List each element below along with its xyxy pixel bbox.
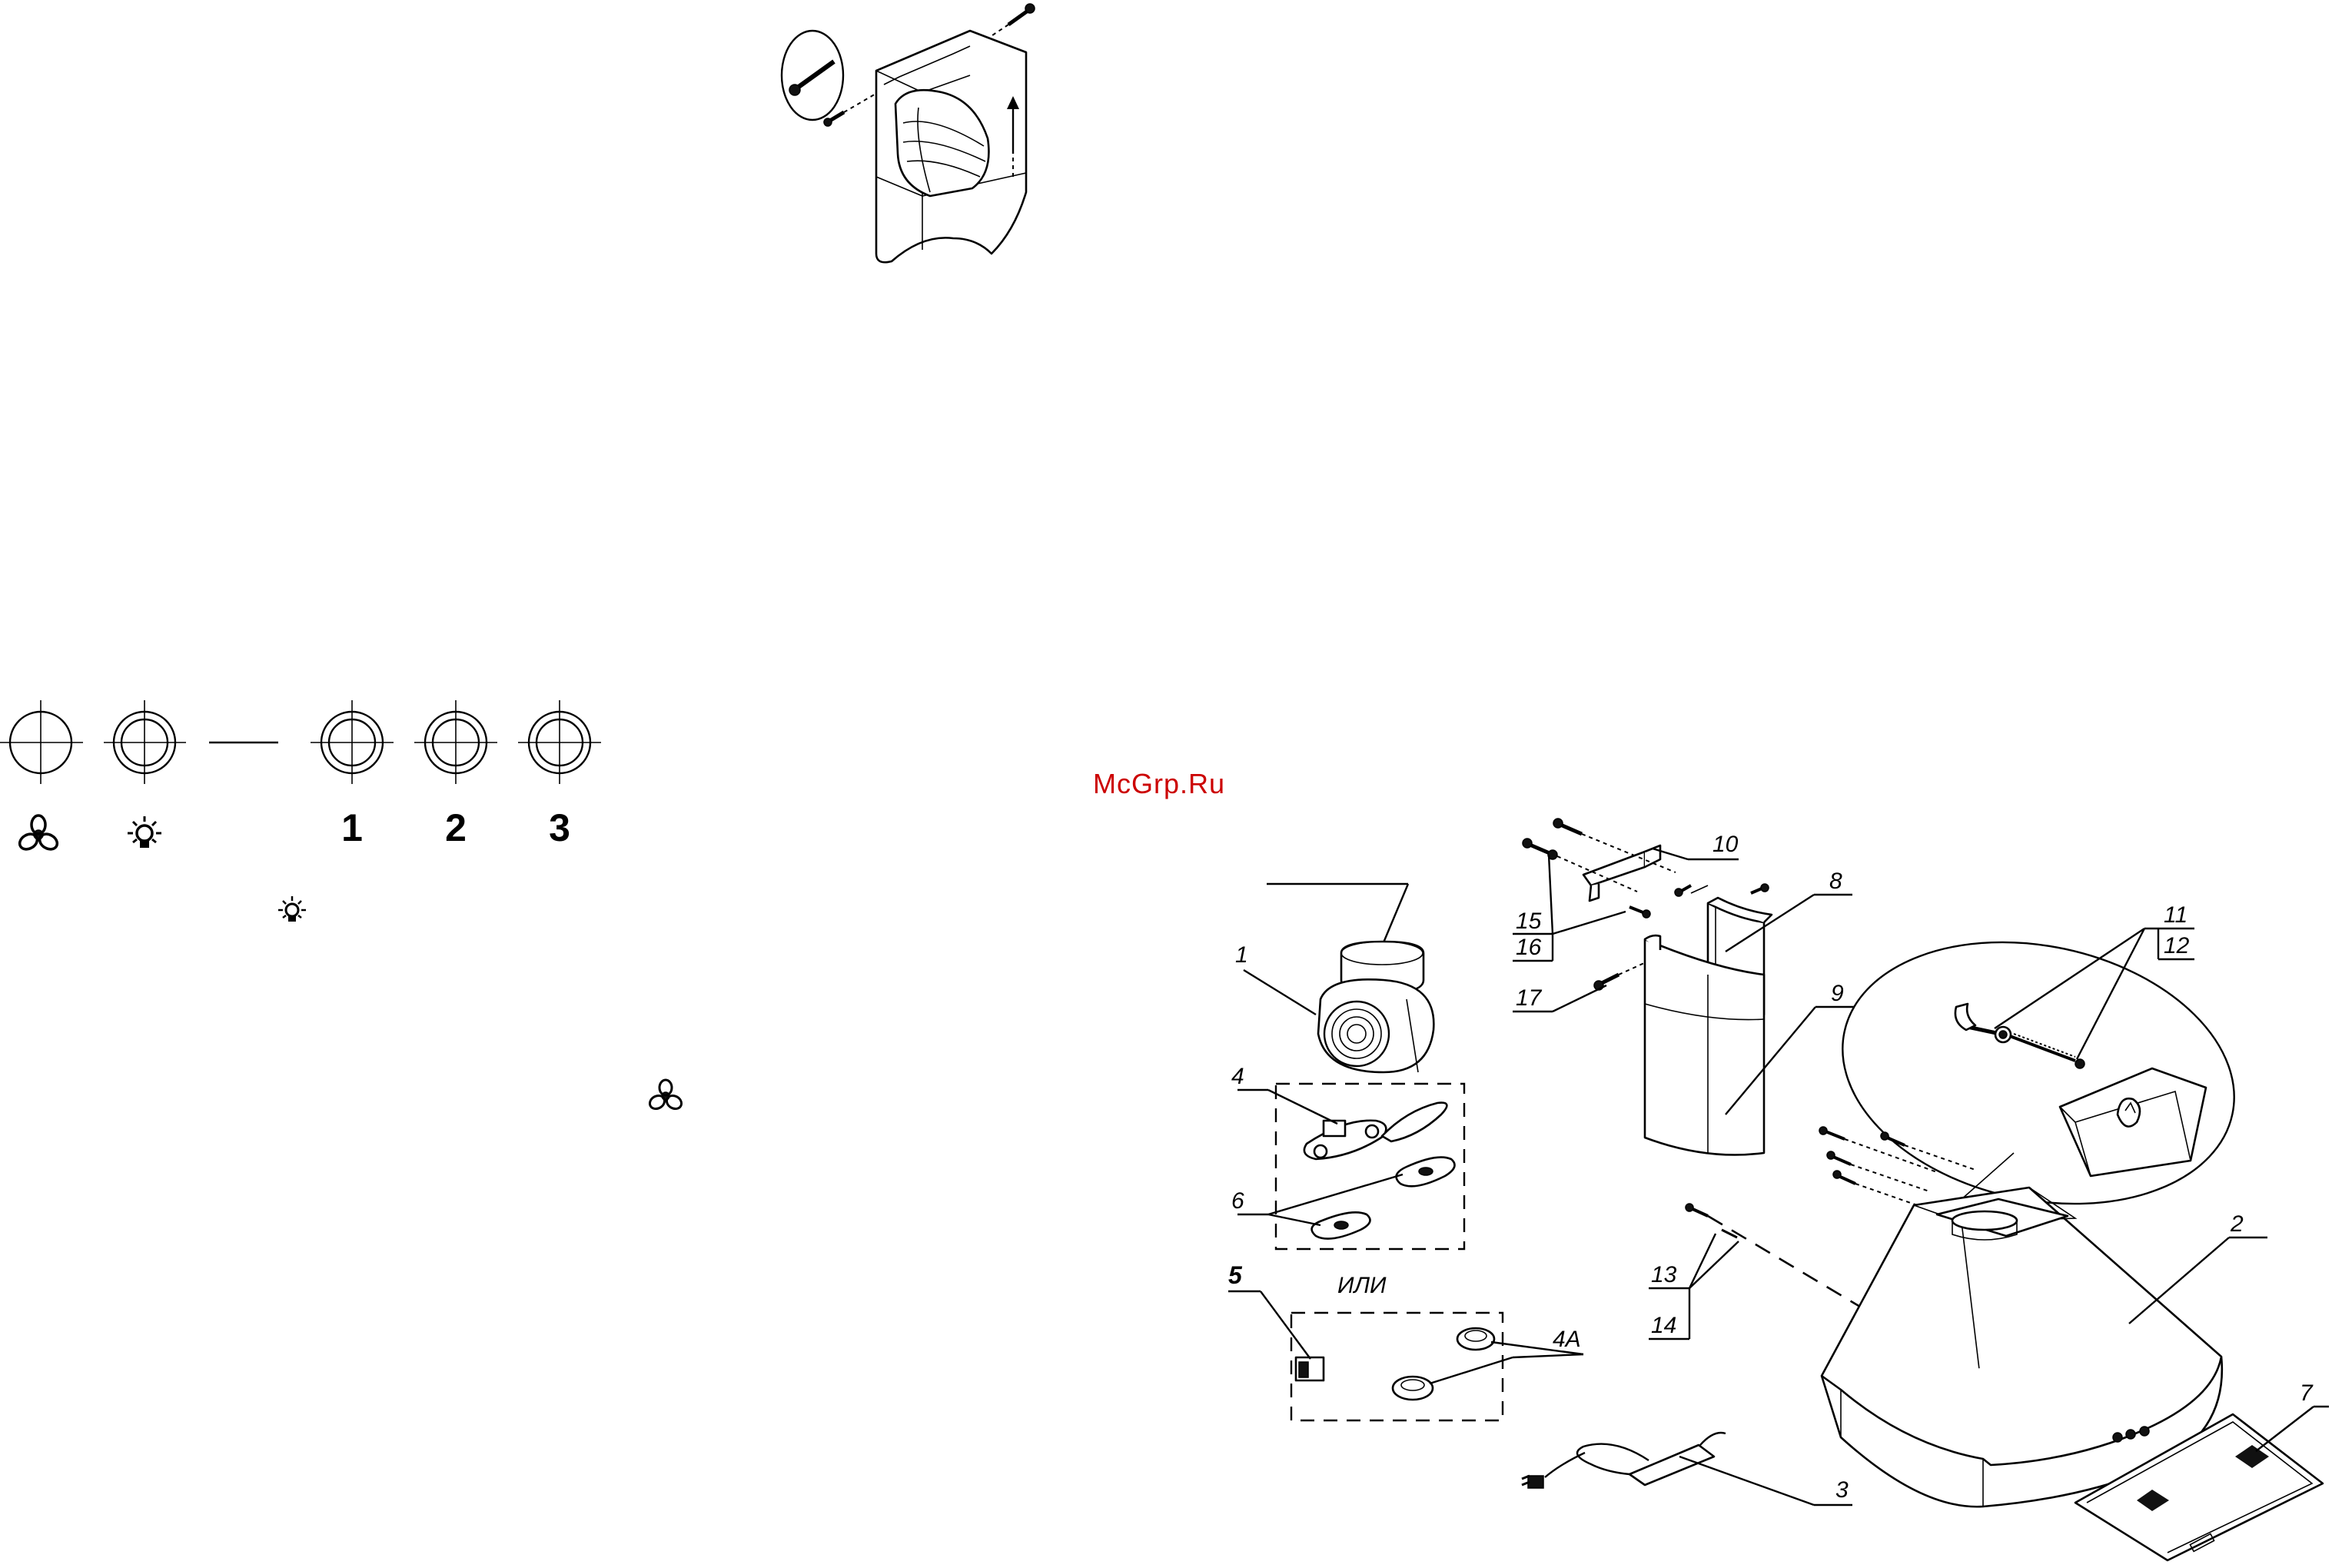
screw-part — [1819, 1127, 1975, 1207]
carbon-filter-part — [1312, 1158, 1455, 1239]
light-button — [104, 700, 186, 784]
callout-6: 6 — [1231, 1188, 1244, 1214]
callout-17: 17 — [1516, 985, 1543, 1011]
callout-4a: 4A — [1553, 1327, 1581, 1352]
screw-part — [1686, 1204, 1860, 1307]
callout-3: 3 — [1835, 1477, 1849, 1503]
callout-2: 2 — [2230, 1211, 2244, 1237]
fan-button — [0, 700, 83, 784]
callout-4: 4 — [1231, 1064, 1244, 1089]
callout-7: 7 — [2300, 1380, 2314, 1406]
speed-1-button — [311, 700, 394, 784]
control-panel-diagram: 1 2 3 — [0, 700, 684, 1111]
callout-8: 8 — [1829, 869, 1842, 894]
light-icon — [278, 896, 306, 922]
callout-14: 14 — [1651, 1313, 1676, 1338]
switch-part — [1296, 1357, 1324, 1380]
leader-line — [1244, 970, 1316, 1015]
watermark: McGrp.Ru — [1093, 768, 1225, 799]
fan-icon — [17, 816, 60, 852]
fan-icon — [647, 1080, 683, 1111]
speed-3-label: 3 — [549, 806, 570, 849]
or-label: ИЛИ — [1337, 1273, 1387, 1298]
callout-12: 12 — [2164, 933, 2190, 958]
lamp-part — [1393, 1328, 1494, 1400]
callout-13: 13 — [1651, 1262, 1677, 1287]
motor-part — [1267, 884, 1433, 1072]
callout-11: 11 — [2164, 902, 2187, 928]
speed-2-label: 2 — [445, 806, 467, 849]
exploded-assembly-diagram: 1 4 6 5 ИЛИ — [1228, 819, 2329, 1560]
callout-9: 9 — [1831, 981, 1844, 1006]
speed-2-button — [414, 700, 497, 784]
wall-mount-detail — [1818, 908, 2258, 1238]
light-icon — [128, 816, 161, 848]
callout-10: 10 — [1712, 832, 1739, 857]
chimney-install-illustration — [782, 4, 1035, 262]
callout-16: 16 — [1516, 935, 1542, 960]
callout-1: 1 — [1235, 942, 1248, 968]
screw-part — [1594, 959, 1653, 990]
speed-3-button — [518, 700, 601, 784]
power-cord-part — [1522, 1433, 1726, 1488]
callout-15: 15 — [1516, 909, 1542, 934]
filter-adapter-part — [1304, 1103, 1447, 1159]
callout-5: 5 — [1228, 1261, 1243, 1289]
speed-1-label: 1 — [341, 806, 363, 849]
